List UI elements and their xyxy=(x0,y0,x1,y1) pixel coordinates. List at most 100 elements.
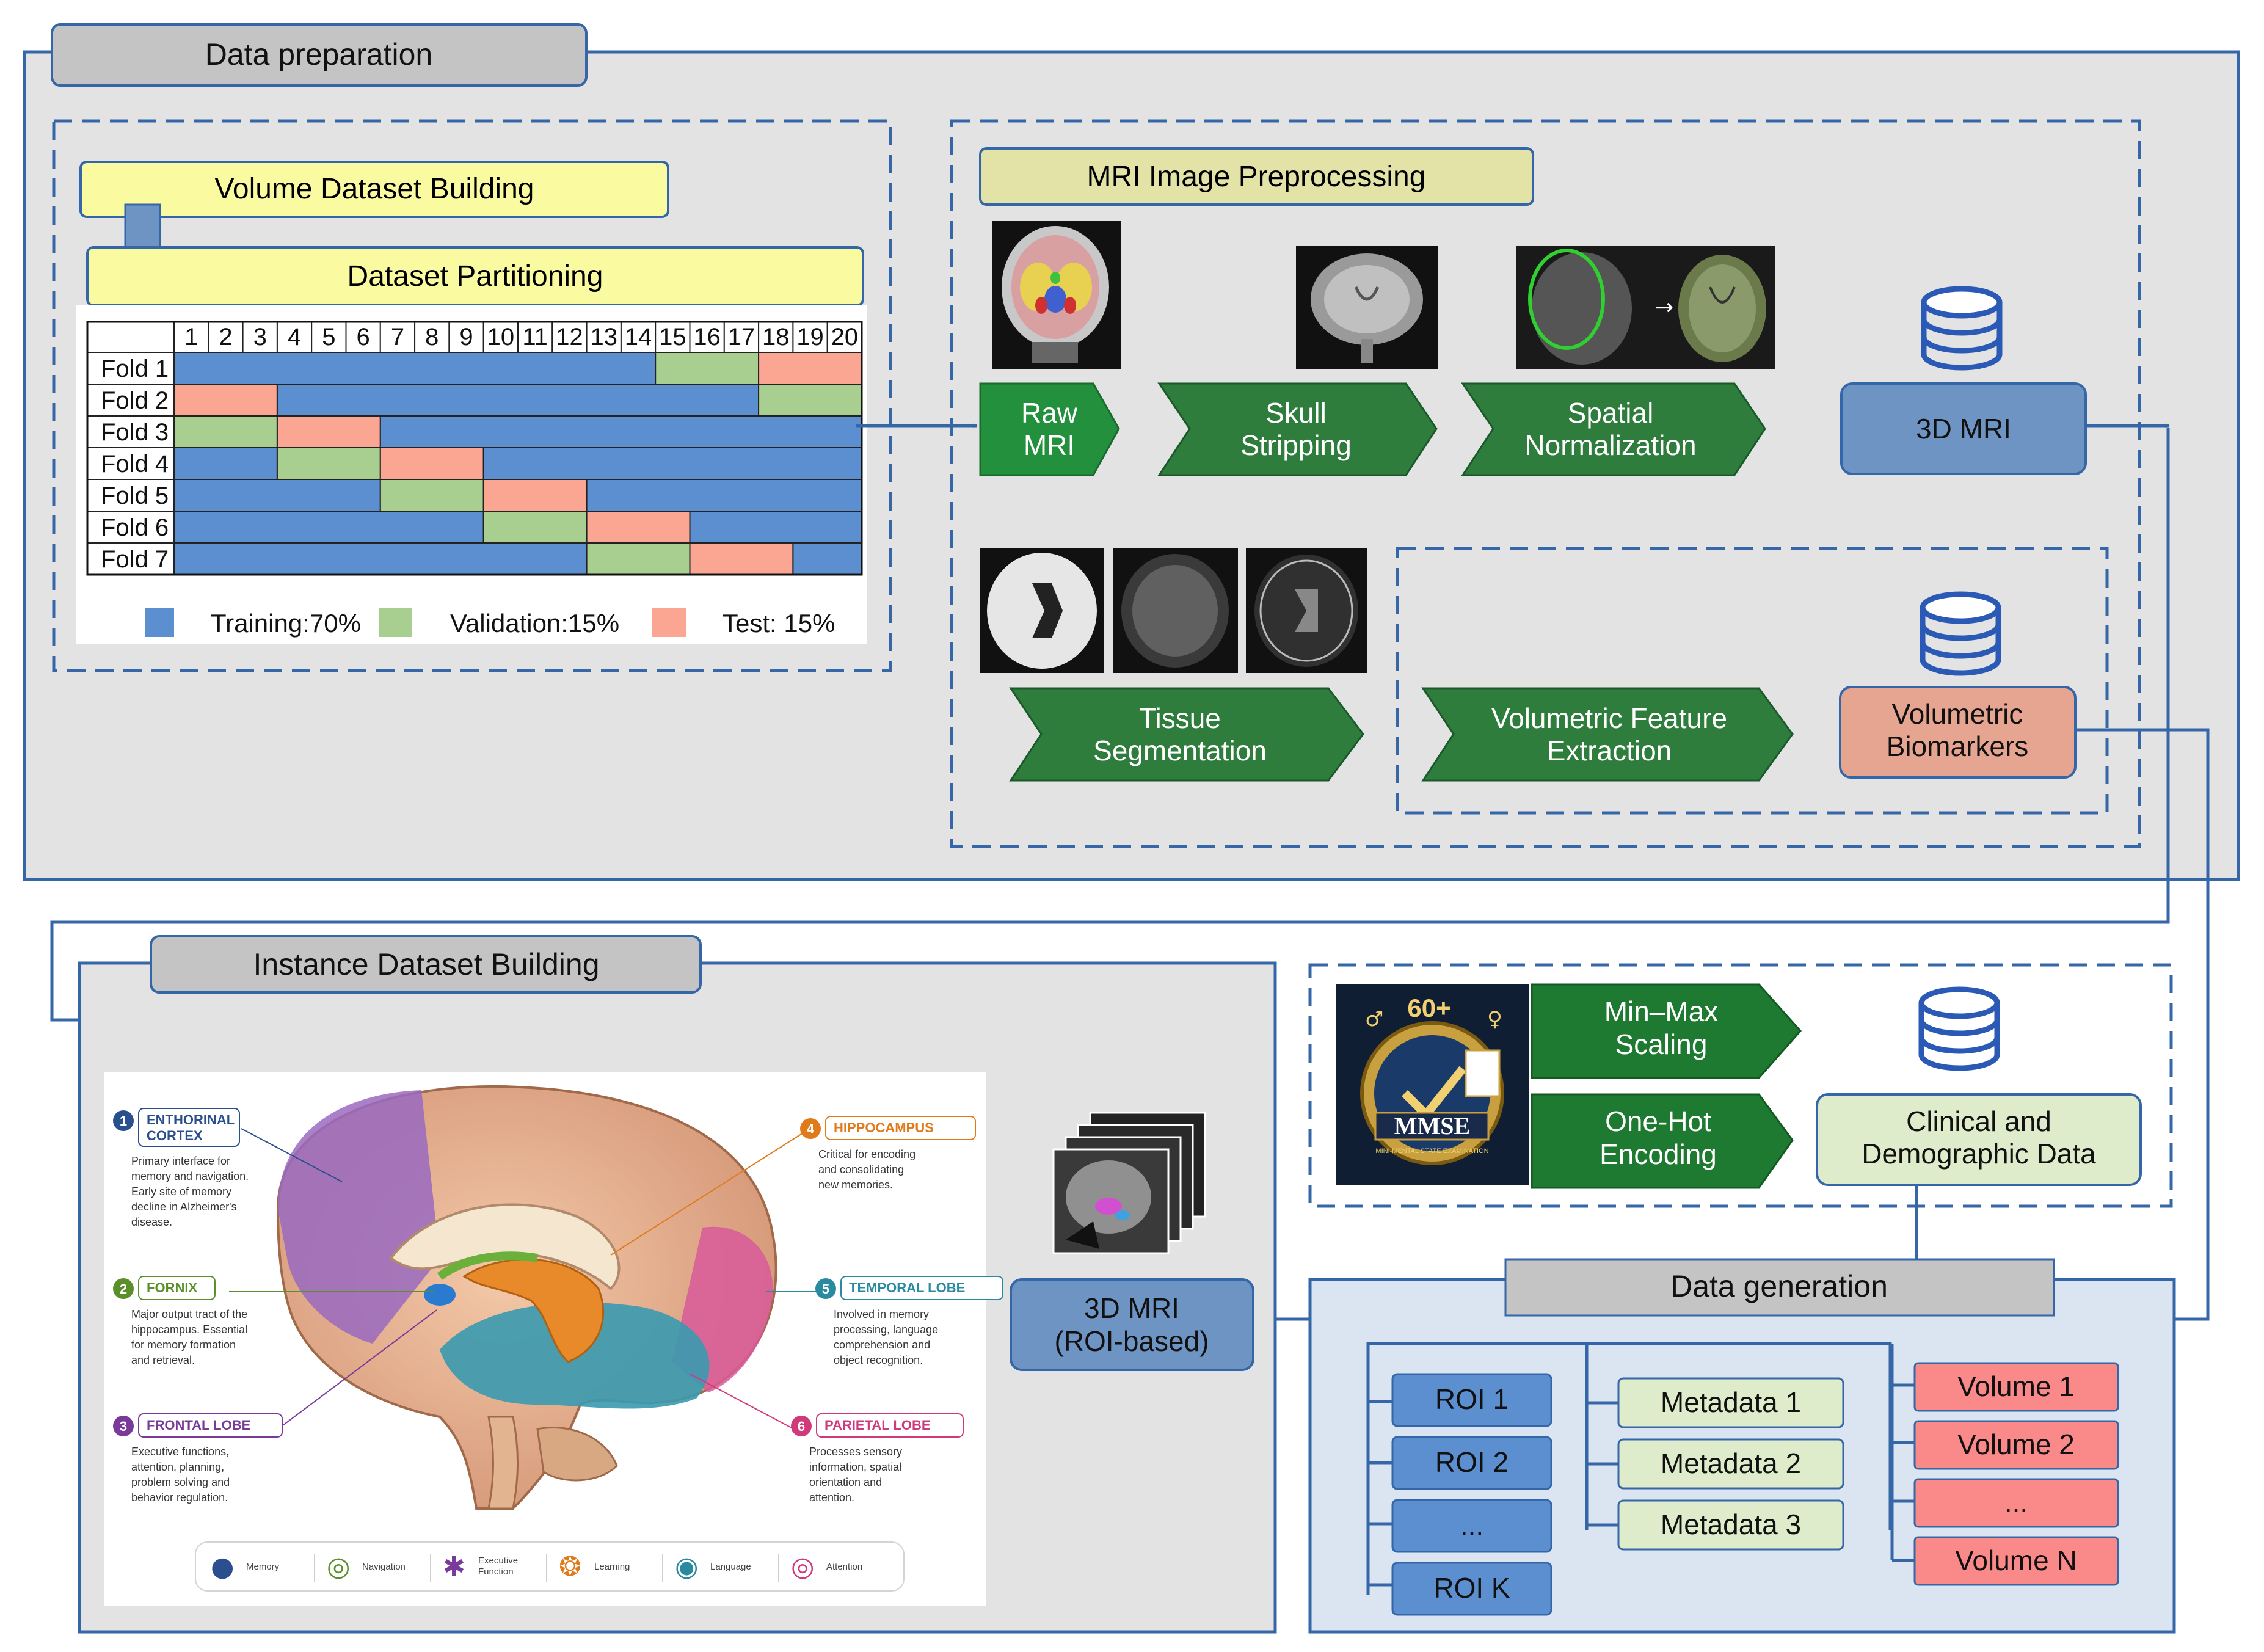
fold-segment xyxy=(482,511,588,544)
annotation-description: memory and navigation. xyxy=(131,1170,249,1182)
fold-table-header-cell xyxy=(792,321,828,353)
fold-table-header-cell xyxy=(723,321,760,353)
spatial-normalization-label-1: Spatial xyxy=(1568,397,1654,429)
brain-legend-label: Language xyxy=(710,1562,751,1572)
fold-row-label: Fold 7 xyxy=(101,546,169,573)
fold-segment xyxy=(689,511,862,544)
annotation-title-box xyxy=(138,1276,216,1300)
volume-item-label: Volume 2 xyxy=(1957,1428,2075,1460)
legend-validation-swatch xyxy=(379,608,412,637)
metadata-item-label: Metadata 2 xyxy=(1661,1447,1801,1479)
annotation-number: 2 xyxy=(120,1281,127,1297)
fold-segment xyxy=(276,415,381,448)
volume-item xyxy=(1913,1362,2119,1412)
roi-item-label: ROI K xyxy=(1433,1572,1510,1604)
roi-item-label: ROI 2 xyxy=(1435,1446,1509,1478)
fold-table-header-label: 9 xyxy=(459,324,473,351)
dataset-building-region xyxy=(52,119,892,672)
annotation-number-badge xyxy=(113,1278,134,1299)
annotation-title-box xyxy=(138,1108,240,1147)
fold-row-label: Fold 5 xyxy=(101,482,169,509)
fold-table-header-cell xyxy=(242,321,278,353)
mmse-badge-subtext: MINI-MENTAL STATE EXAMINATION xyxy=(1375,1148,1488,1155)
fold-segment xyxy=(586,511,691,544)
min-max-label-1: Min–Max xyxy=(1604,995,1719,1027)
brain-annotation-lines xyxy=(229,1128,821,1430)
fold-table-header-cell xyxy=(586,321,622,353)
fold-segment xyxy=(173,415,278,448)
fold-table-header-cell xyxy=(826,321,862,353)
clinical-region xyxy=(1308,963,2173,1208)
fold-table-header-cell xyxy=(482,321,519,353)
fold-segment xyxy=(655,352,760,385)
legend-test-swatch xyxy=(652,608,686,637)
mmse-badge-image: MMSE MINI-MENTAL STATE EXAMINATION 60+ ♂… xyxy=(1336,984,1529,1185)
mmse-badge-text: MMSE xyxy=(1394,1112,1470,1140)
raw-mri-image xyxy=(992,221,1121,369)
database-icon xyxy=(1920,591,2001,676)
annotation-description: problem solving and xyxy=(131,1476,230,1488)
one-hot-label-1: One-Hot xyxy=(1605,1105,1711,1137)
fold-table-header-label: 18 xyxy=(762,324,790,351)
brain-legend-label: Navigation xyxy=(362,1562,406,1572)
navigation-icon: ◎ xyxy=(327,1551,350,1582)
annotation-description: hippocampus. Essential xyxy=(131,1323,247,1336)
annotation-number: 4 xyxy=(807,1121,815,1137)
fold-table-header-label: 7 xyxy=(391,324,404,351)
brain-legend-bar xyxy=(195,1541,905,1592)
fold-table-header-label: 12 xyxy=(556,324,583,351)
database-icon xyxy=(1918,986,2000,1071)
skull-stripping-label-1: Skull xyxy=(1265,397,1327,429)
annotation-description: Executive functions, xyxy=(131,1446,229,1458)
executive-gear-icon: ✱ xyxy=(443,1551,465,1582)
fold-segment xyxy=(173,542,588,575)
roi-item xyxy=(1391,1499,1552,1553)
mri-3d-label: 3D MRI xyxy=(1916,413,2011,445)
annotation-description: comprehension and xyxy=(834,1339,930,1351)
volumetric-biomarkers-label-1: Volumetric xyxy=(1892,698,2023,730)
fold-table-header-label: 6 xyxy=(357,324,370,351)
annotation-number-badge xyxy=(113,1110,134,1131)
fold-row-label-cell xyxy=(87,415,175,448)
learning-brain-icon: ❂ xyxy=(559,1551,581,1582)
annotation-description: Processes sensory xyxy=(809,1446,902,1458)
volumetric-feature-label-2: Extraction xyxy=(1547,735,1672,766)
fold-row-label: Fold 4 xyxy=(101,451,169,478)
legend-training-swatch xyxy=(145,608,174,637)
brain-legend: ●Memory◎Navigation✱ExecutiveFunction❂Lea… xyxy=(211,1551,862,1582)
annotation-number-badge xyxy=(791,1416,812,1436)
annotation-title: ENTHORINAL xyxy=(147,1112,235,1127)
volumetric-biomarkers-box xyxy=(1839,686,2077,779)
one-hot-label-2: Encoding xyxy=(1600,1138,1717,1170)
mri-3d-box xyxy=(1840,382,2087,475)
metadata-item-label: Metadata 3 xyxy=(1661,1508,1801,1540)
roi-mri-label-1: 3D MRI xyxy=(1084,1292,1179,1324)
annotation-number: 1 xyxy=(120,1113,127,1129)
arrow-right-icon: → xyxy=(1655,295,1673,320)
instance-dataset-tab xyxy=(150,935,702,994)
fold-table-header-label: 1 xyxy=(184,324,198,351)
annotation-title-box xyxy=(825,1116,976,1140)
language-bubble-icon: ◉ xyxy=(675,1551,698,1582)
fold-table-header-cell xyxy=(758,321,794,353)
volume-item xyxy=(1913,1536,2119,1586)
fold-segment xyxy=(792,542,863,575)
fold-table-header-label: 20 xyxy=(831,324,859,351)
brain-legend-label: Executive xyxy=(478,1556,518,1566)
volume-item xyxy=(1913,1420,2119,1470)
annotation-title-box xyxy=(840,1276,1003,1300)
raw-mri-label-2: MRI xyxy=(1024,429,1075,461)
annotation-title-box xyxy=(816,1413,964,1438)
fold-table-corner xyxy=(87,321,175,353)
annotation-description: orientation and xyxy=(809,1476,882,1488)
roi-mri-label-2: (ROI-based) xyxy=(1054,1325,1209,1357)
fold-table-header-cell xyxy=(208,321,244,353)
min-max-scaling-step xyxy=(1531,983,1802,1079)
fold-segment xyxy=(173,352,657,385)
skull-stripping-label-2: Stripping xyxy=(1240,429,1352,461)
memory-head-icon: ● xyxy=(211,1551,234,1582)
